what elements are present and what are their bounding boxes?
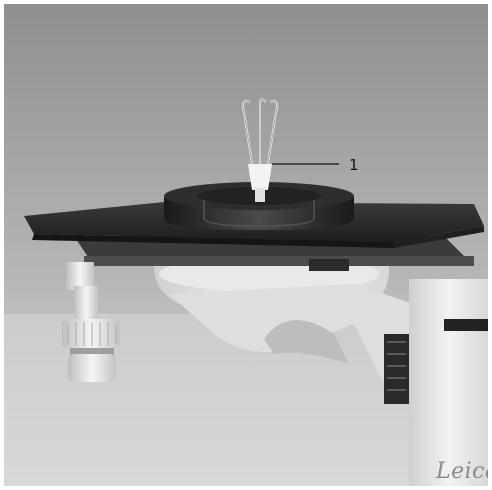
insert-ring xyxy=(203,200,315,227)
body-slot xyxy=(444,319,488,331)
microscope-photo xyxy=(4,4,488,486)
stage-clamp xyxy=(309,259,349,271)
specimen-clip xyxy=(248,164,272,190)
focus-knob xyxy=(384,334,409,404)
stage-knob-small xyxy=(68,354,116,382)
photo-frame: 1 Leica xyxy=(4,4,488,486)
stage-plate-side xyxy=(394,226,484,248)
knob-spacer xyxy=(70,348,114,358)
clip-stem xyxy=(255,188,265,202)
arm-shadow xyxy=(264,320,349,364)
stage-knob-large xyxy=(62,319,120,349)
stage-plate-edge xyxy=(32,234,394,248)
focus-knob-ticks xyxy=(387,341,406,391)
callout-label-1: 1 xyxy=(349,156,359,174)
leica-logo: Leica xyxy=(436,459,488,484)
microscope-body xyxy=(409,279,488,486)
knob-knurling xyxy=(67,322,117,346)
stage-knob-top xyxy=(66,262,94,290)
stage-rail xyxy=(84,256,474,266)
